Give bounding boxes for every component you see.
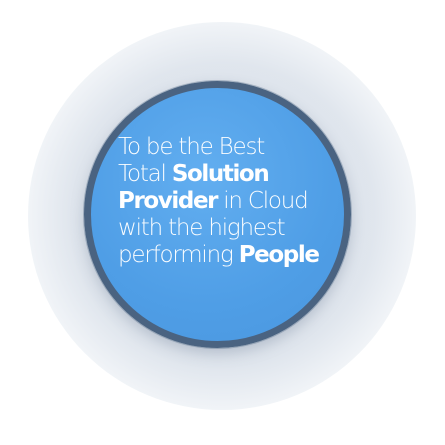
slogan-line-3-light: in Cloud bbox=[217, 188, 309, 214]
slogan-line-1-light: To be the Best bbox=[118, 134, 265, 160]
slogan-line-5: performing People bbox=[118, 242, 338, 269]
slogan-badge bbox=[84, 81, 351, 348]
slogan-line-5-light: performing bbox=[118, 242, 239, 268]
slogan-line-2: Total Solution bbox=[118, 161, 338, 188]
slogan-line-2-bold: Solution bbox=[171, 161, 270, 187]
slogan-line-2-light: Total bbox=[118, 161, 172, 187]
slogan-line-3-bold: Provider bbox=[118, 188, 218, 214]
slogan-text: To be the Best Total Solution Provider i… bbox=[118, 134, 338, 269]
slogan-line-5-bold: People bbox=[238, 242, 320, 268]
slogan-line-3: Provider in Cloud bbox=[118, 188, 338, 215]
slogan-line-4: with the highest bbox=[118, 215, 338, 242]
slogan-line-4-light: with the highest bbox=[118, 215, 286, 241]
slogan-line-1: To be the Best bbox=[118, 134, 338, 161]
